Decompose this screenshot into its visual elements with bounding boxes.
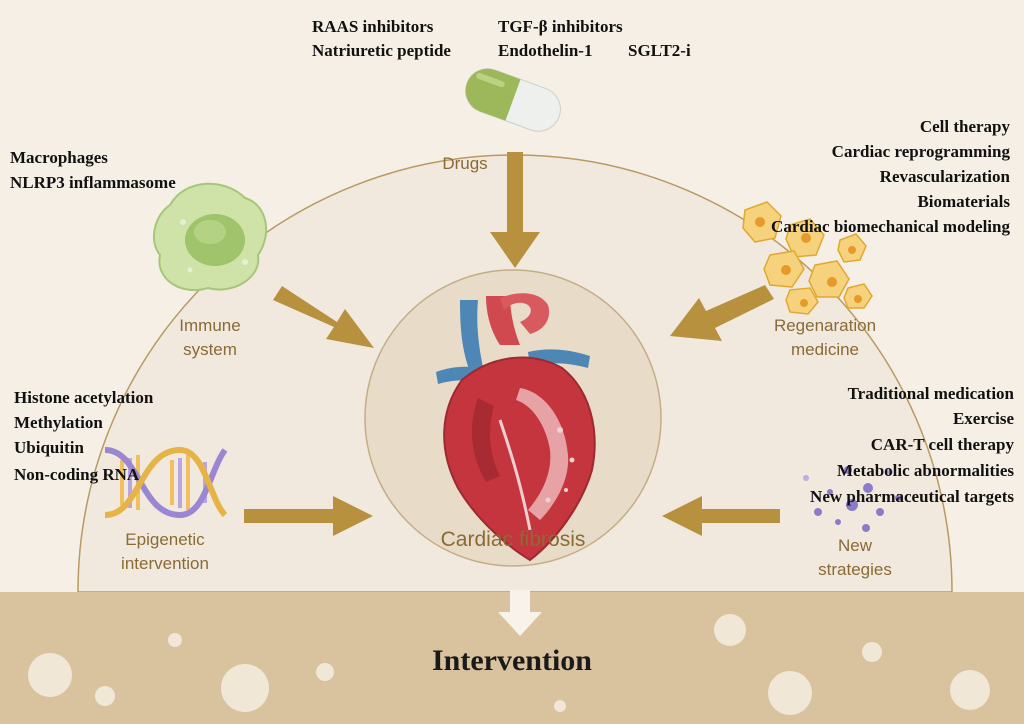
down-arrow-icon — [498, 590, 542, 636]
new-item-metabolic: Metabolic abnormalities — [836, 461, 1014, 480]
drugs-item-tgf: TGF-β inhibitors — [498, 17, 623, 36]
new-strategies-label: New strategies — [800, 534, 910, 582]
new-strategies-label-line1: New — [837, 536, 872, 555]
new-item-exercise: Exercise — [952, 409, 1014, 428]
immune-label: Immune system — [150, 314, 270, 362]
dots-icon — [803, 466, 901, 532]
epi-item-methylation: Methylation — [14, 413, 103, 432]
arrow-immune — [273, 286, 374, 348]
new-item-targets: New pharmaceutical targets — [810, 487, 1014, 506]
epi-item-noncoding: Non-coding RNA — [14, 465, 140, 484]
arrow-drugs — [490, 152, 540, 268]
immune-label-line2: system — [183, 340, 237, 359]
epigenetic-label: Epigenetic intervention — [100, 528, 230, 576]
arrow-epigenetic — [244, 496, 373, 536]
capsule-icon — [465, 68, 561, 132]
epi-item-histone: Histone acetylation — [14, 388, 154, 407]
regeneration-label: Regenaration medicine — [750, 314, 900, 362]
drugs-item-raas: RAAS inhibitors — [312, 17, 434, 36]
cell-nuclei — [755, 217, 862, 307]
immune-item-nlrp3: NLRP3 inflammasome — [10, 173, 176, 192]
center-label: Cardiac fibrosis — [440, 528, 586, 551]
regen-item-revascularization: Revascularization — [879, 167, 1010, 186]
regeneration-label-line1: Regenaration — [773, 316, 877, 335]
immune-label-line1: Immune — [179, 316, 241, 335]
arrow-regeneration — [670, 285, 774, 341]
drugs-label: Drugs — [442, 154, 488, 173]
epigenetic-label-line2: intervention — [121, 554, 209, 573]
macrophage-icon — [152, 182, 267, 292]
regeneration-label-line2: medicine — [790, 340, 860, 359]
regen-item-biomaterials: Biomaterials — [917, 192, 1010, 211]
regen-item-biomechanical: Cardiac biomechanical modeling — [771, 217, 1010, 236]
arrows — [244, 152, 780, 536]
drugs-item-sglt2: SGLT2-i — [628, 41, 691, 60]
drugs-item-endothelin: Endothelin-1 — [498, 41, 593, 60]
immune-item-macrophages: Macrophages — [10, 148, 108, 167]
epigenetic-label-line1: Epigenetic — [125, 530, 205, 549]
new-item-car-t: CAR-T cell therapy — [870, 435, 1014, 454]
heart-icon — [436, 293, 596, 562]
epi-item-ubiquitin: Ubiquitin — [14, 438, 84, 457]
intervention-label: Intervention — [432, 644, 592, 677]
new-item-traditional: Traditional medication — [847, 384, 1014, 403]
drugs-item-natriuretic: Natriuretic peptide — [312, 41, 451, 60]
arrow-new-strategies — [662, 496, 780, 536]
ground-bubbles — [28, 614, 990, 715]
new-strategies-label-line2: strategies — [818, 560, 892, 579]
regen-item-reprogramming: Cardiac reprogramming — [831, 142, 1010, 161]
dna-helix-icon — [104, 446, 228, 519]
regen-item-cell-therapy: Cell therapy — [919, 117, 1010, 136]
